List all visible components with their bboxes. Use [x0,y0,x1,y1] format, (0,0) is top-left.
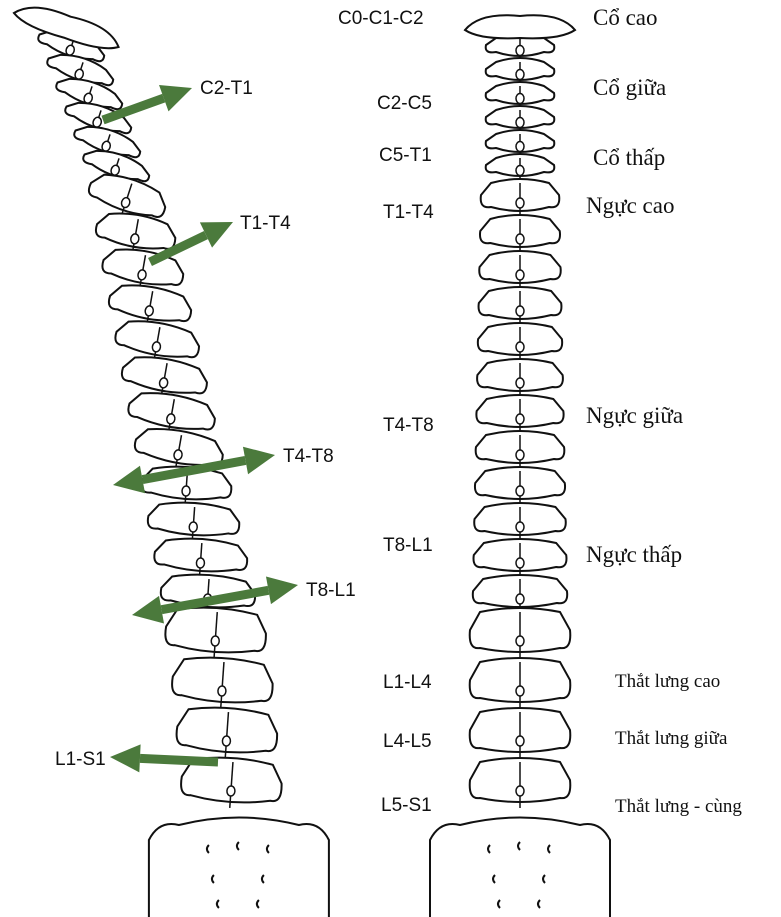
arrow-c2-t1 [101,84,192,125]
vertebra [468,607,572,658]
right-spine-illustration [429,14,611,917]
vertebra [476,358,564,397]
segment-c0-c2: C0-C1-C2 [338,8,424,29]
region-mid-lumbar: Thắt lưng giữa [615,728,728,749]
left-spine-illustration [12,6,330,917]
vertebra [120,356,208,397]
region-mid-thoracic: Ngực giữa [586,403,684,428]
vertebra [114,320,201,361]
vertebra [87,173,167,218]
vertebra [82,149,151,183]
region-upper-cervical: Cổ cao [593,5,658,30]
vertebra [64,101,133,135]
vertebra [153,537,249,577]
arrow-t1-t4 [148,222,233,267]
left-label-l1-s1: L1-S1 [55,749,106,770]
segment-l4-l5: L4-L5 [383,731,432,752]
vertebra [180,756,283,808]
arrow-l1-s1 [110,744,219,773]
sacrum-pelvis [429,816,611,917]
arrow-t4-t8 [113,446,275,494]
skull-base [463,14,577,40]
vertebra [171,656,274,708]
sacrum-pelvis [147,816,330,917]
segment-l1-l4: L1-L4 [383,672,432,693]
vertebra [476,322,564,361]
vertebra [473,466,567,505]
motion-arrows [101,84,298,773]
left-label-t4-t8: T4-T8 [283,446,334,467]
segment-l5-s1: L5-S1 [381,795,432,816]
vertebra [478,250,562,289]
vertebra [472,538,568,577]
vertebra [474,430,566,469]
segment-c5-t1: C5-T1 [379,145,432,166]
vertebra [127,392,216,433]
left-label-c2-t1: C2-T1 [200,78,253,99]
segment-c2-c5: C2-C5 [377,93,432,114]
vertebra [164,606,267,658]
vertebra [475,394,565,433]
region-upper-thoracic: Ngực cao [586,193,675,218]
vertebra [468,707,572,758]
region-lower-thoracic: Ngực thấp [586,542,683,567]
segment-t1-t4: T1-T4 [383,202,434,223]
region-lumbosacral: Thắt lưng - cùng [615,796,742,817]
vertebra [479,214,561,253]
vertebra [107,284,193,325]
vertebra [146,501,241,541]
vertebra [484,81,556,110]
segment-t8-l1: T8-L1 [383,535,433,556]
vertebra [468,657,572,708]
vertebra [477,286,563,325]
left-label-t1-t4: T1-T4 [240,213,291,234]
vertebra [479,178,561,217]
region-lower-cervical: Cổ thấp [593,145,666,170]
left-label-t8-l1: T8-L1 [306,580,356,601]
arrow-t8-l1 [132,576,298,624]
vertebra [175,706,279,758]
vertebra [484,57,556,86]
vertebra [94,212,177,253]
segment-t4-t8: T4-T8 [383,415,434,436]
vertebra [484,129,556,158]
vertebra [468,757,572,808]
region-upper-lumbar: Thắt lưng cao [615,671,721,692]
vertebra [484,153,556,182]
skull-base [12,6,120,50]
vertebra [473,502,567,541]
region-mid-cervical: Cổ giữa [593,75,667,100]
